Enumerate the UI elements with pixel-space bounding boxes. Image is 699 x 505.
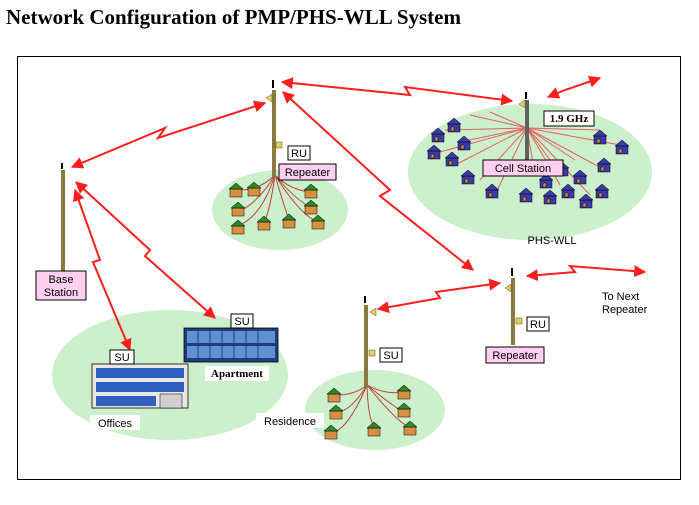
to-next-repeater-label: To Next Repeater	[602, 291, 648, 316]
link-base-to-repeater-top	[70, 100, 267, 169]
link-repeater-right-to-next	[525, 264, 647, 282]
residence-label: Residence	[256, 413, 324, 428]
svg-text:Cell Station: Cell Station	[495, 163, 551, 175]
cell-station-tower	[518, 92, 529, 170]
base-station-tower	[61, 163, 65, 275]
repeater-right-tower	[504, 268, 523, 345]
svg-text:SU: SU	[234, 316, 249, 328]
ru-top-label: RU	[287, 145, 311, 161]
offices-building	[91, 363, 189, 409]
svg-text:Repeater: Repeater	[602, 304, 648, 316]
link-cell-to-phs	[546, 75, 602, 99]
apartment-label: Apartment	[205, 366, 269, 381]
repeater-top-tower	[265, 80, 283, 178]
repeater-top-label: Repeater	[278, 163, 337, 181]
link-repeater-top-to-cell	[280, 77, 514, 106]
su-residence-label: SU	[379, 347, 403, 363]
svg-text:1.9 GHz: 1.9 GHz	[550, 113, 589, 125]
su-apartment-label: SU	[230, 313, 254, 329]
freq-label: 1.9 GHz	[543, 110, 595, 127]
svg-text:Base: Base	[48, 274, 73, 286]
repeater-top-houses	[228, 181, 326, 235]
phs-wll-label: PHS-WLL	[528, 235, 577, 247]
link-base-to-apartment	[75, 181, 216, 319]
link-arrows	[70, 75, 647, 352]
cell-station-label: Cell Station	[482, 159, 564, 177]
svg-text:Offices: Offices	[98, 418, 133, 430]
su-offices-label: SU	[109, 349, 135, 365]
svg-text:SU: SU	[114, 352, 129, 364]
svg-text:RU: RU	[291, 148, 307, 160]
offices-label: Offices	[90, 415, 140, 430]
svg-text:To Next: To Next	[602, 291, 639, 303]
svg-text:Residence: Residence	[264, 416, 316, 428]
svg-text:SU: SU	[383, 350, 398, 362]
cell-station-houses	[426, 117, 630, 209]
link-repeater-top-to-repeater-right	[282, 91, 474, 271]
svg-text:PHS-WLL: PHS-WLL	[528, 235, 577, 247]
base-station-label: Base Station	[35, 270, 87, 301]
residence-houses	[323, 384, 418, 440]
page-title: Network Configuration of PMP/PHS-WLL Sys…	[6, 5, 461, 29]
apartment-building	[183, 327, 279, 363]
svg-text:Apartment: Apartment	[211, 368, 263, 380]
residence-tower	[364, 296, 377, 388]
svg-text:Repeater: Repeater	[285, 167, 331, 179]
svg-text:Repeater: Repeater	[492, 350, 538, 362]
svg-text:RU: RU	[530, 319, 546, 331]
diagram-frame	[17, 56, 681, 480]
link-residence-to-repeater-right	[376, 278, 502, 314]
repeater-right-label: Repeater	[485, 346, 545, 364]
ru-right-label: RU	[526, 316, 550, 332]
svg-text:Station: Station	[44, 287, 78, 299]
